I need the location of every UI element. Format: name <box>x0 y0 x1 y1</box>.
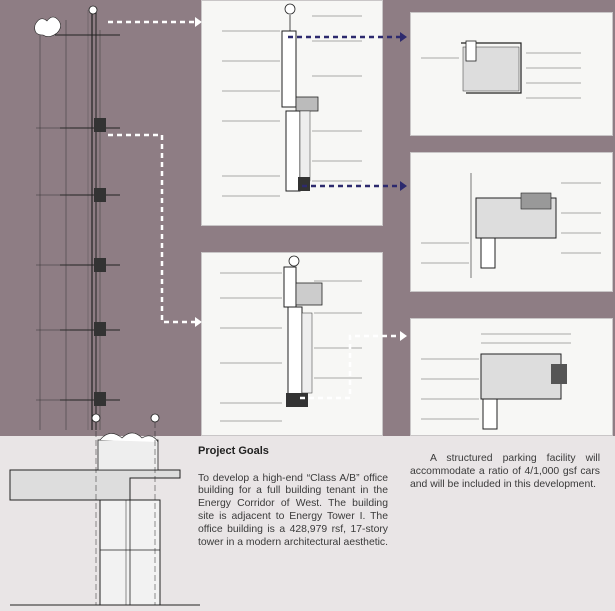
project-goals-heading: Project Goals <box>198 445 269 457</box>
wall-section-drawing <box>0 0 200 611</box>
detail-sheet-4 <box>410 152 613 292</box>
connector-arrows <box>108 17 407 400</box>
detail-sheet-3 <box>410 12 613 136</box>
project-goals-panel: Project Goals To develop a high-end “Cla… <box>198 445 388 549</box>
parking-description: A structured parking facility will accom… <box>410 453 600 490</box>
detail-sheet-5 <box>410 318 613 436</box>
project-description: To develop a high-end “Class A/B” office… <box>198 472 389 548</box>
detail-sheet-2 <box>201 252 383 436</box>
